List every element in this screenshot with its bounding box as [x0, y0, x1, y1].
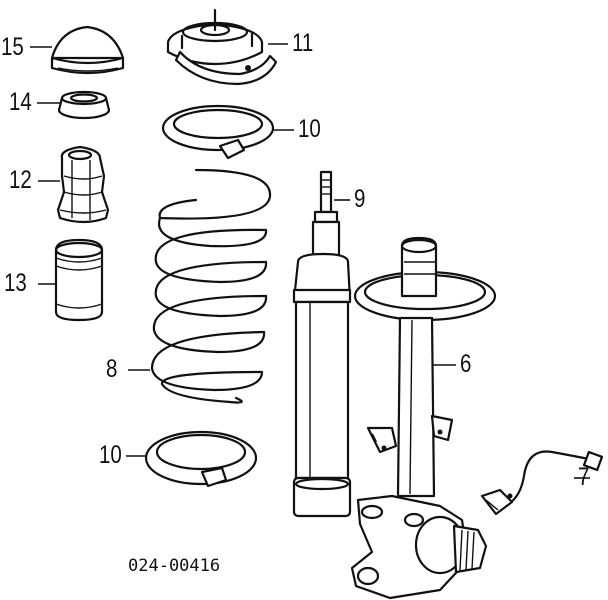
part-12-bump-stop	[56, 145, 110, 224]
part-11-strut-mount	[166, 8, 278, 86]
part-6-strut-housing	[353, 236, 497, 498]
part-13-boot	[54, 238, 104, 322]
callout-14: 14	[9, 88, 32, 116]
part-15-dust-cover	[50, 25, 125, 75]
part-9-damper-cartridge	[292, 170, 352, 518]
callout-10-lower: 10	[99, 441, 122, 469]
callout-15: 15	[1, 33, 24, 61]
part-8-coil-spring	[150, 168, 272, 404]
callout-9: 9	[354, 185, 366, 213]
part-10-upper-spring-seat	[161, 104, 275, 160]
callout-8: 8	[106, 355, 118, 383]
callout-10-upper: 10	[298, 115, 321, 143]
part-10-lower-spring-seat	[144, 430, 258, 488]
diagram-code: 024-00416	[128, 556, 221, 576]
callout-11: 11	[292, 29, 314, 57]
part-14-bushing	[57, 90, 111, 120]
steering-knuckle	[350, 494, 488, 600]
callout-13: 13	[4, 269, 27, 297]
callout-12: 12	[9, 166, 32, 194]
part-7-abs-sensor	[480, 450, 604, 516]
callout-7: 7	[578, 463, 590, 491]
callout-6: 6	[460, 350, 472, 378]
leader-lines	[30, 43, 590, 479]
